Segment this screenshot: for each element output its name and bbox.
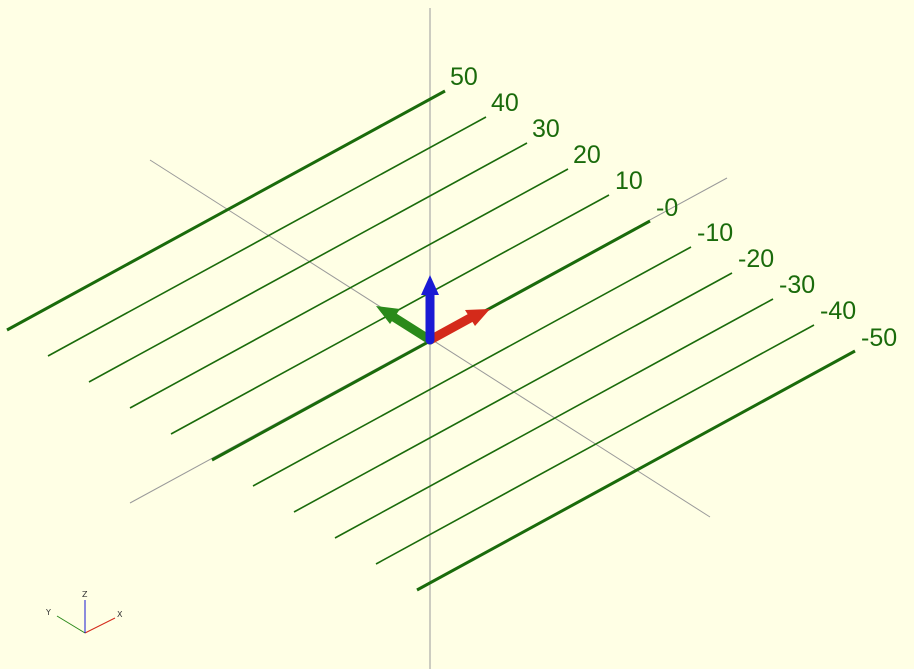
y-arrow-icon (376, 306, 435, 345)
level-label--30: -30 (779, 271, 815, 299)
level-line--40 (375, 324, 815, 565)
mini-z-label: Z (82, 590, 88, 599)
level-line-50 (6, 89, 446, 332)
level-line-20 (129, 168, 569, 409)
level-label-50: 50 (450, 63, 478, 91)
z-arrow-icon (421, 275, 439, 345)
level-label-40: 40 (491, 89, 519, 117)
level-line-30 (88, 142, 528, 383)
x-arrow-icon (425, 309, 490, 345)
level-line--30 (334, 298, 774, 539)
mini-x-axis (84, 617, 116, 634)
level-label-30: 30 (532, 115, 560, 143)
level-label-10: 10 (615, 167, 643, 195)
mini-axes-indicator: X Y Z (45, 590, 123, 634)
level-line--50 (416, 349, 856, 592)
mini-x-label: X (117, 610, 123, 619)
level-label--20: -20 (738, 245, 774, 273)
level-label--40: -40 (820, 297, 856, 325)
level-line--10 (252, 246, 692, 487)
level-line--20 (293, 272, 733, 513)
level-label-20: 20 (573, 141, 601, 169)
level-line-40 (47, 116, 487, 357)
mini-y-axis (56, 615, 86, 634)
level-label--0: -0 (656, 194, 678, 222)
level-lines (6, 89, 856, 592)
mini-y-label: Y (45, 608, 51, 617)
level-labels: 50 40 30 20 10 -0 -10-20-30-40-50 (450, 63, 897, 352)
level-label--10: -10 (697, 219, 733, 247)
level-label--50: -50 (861, 324, 897, 352)
axis-gizmo[interactable] (376, 275, 490, 345)
